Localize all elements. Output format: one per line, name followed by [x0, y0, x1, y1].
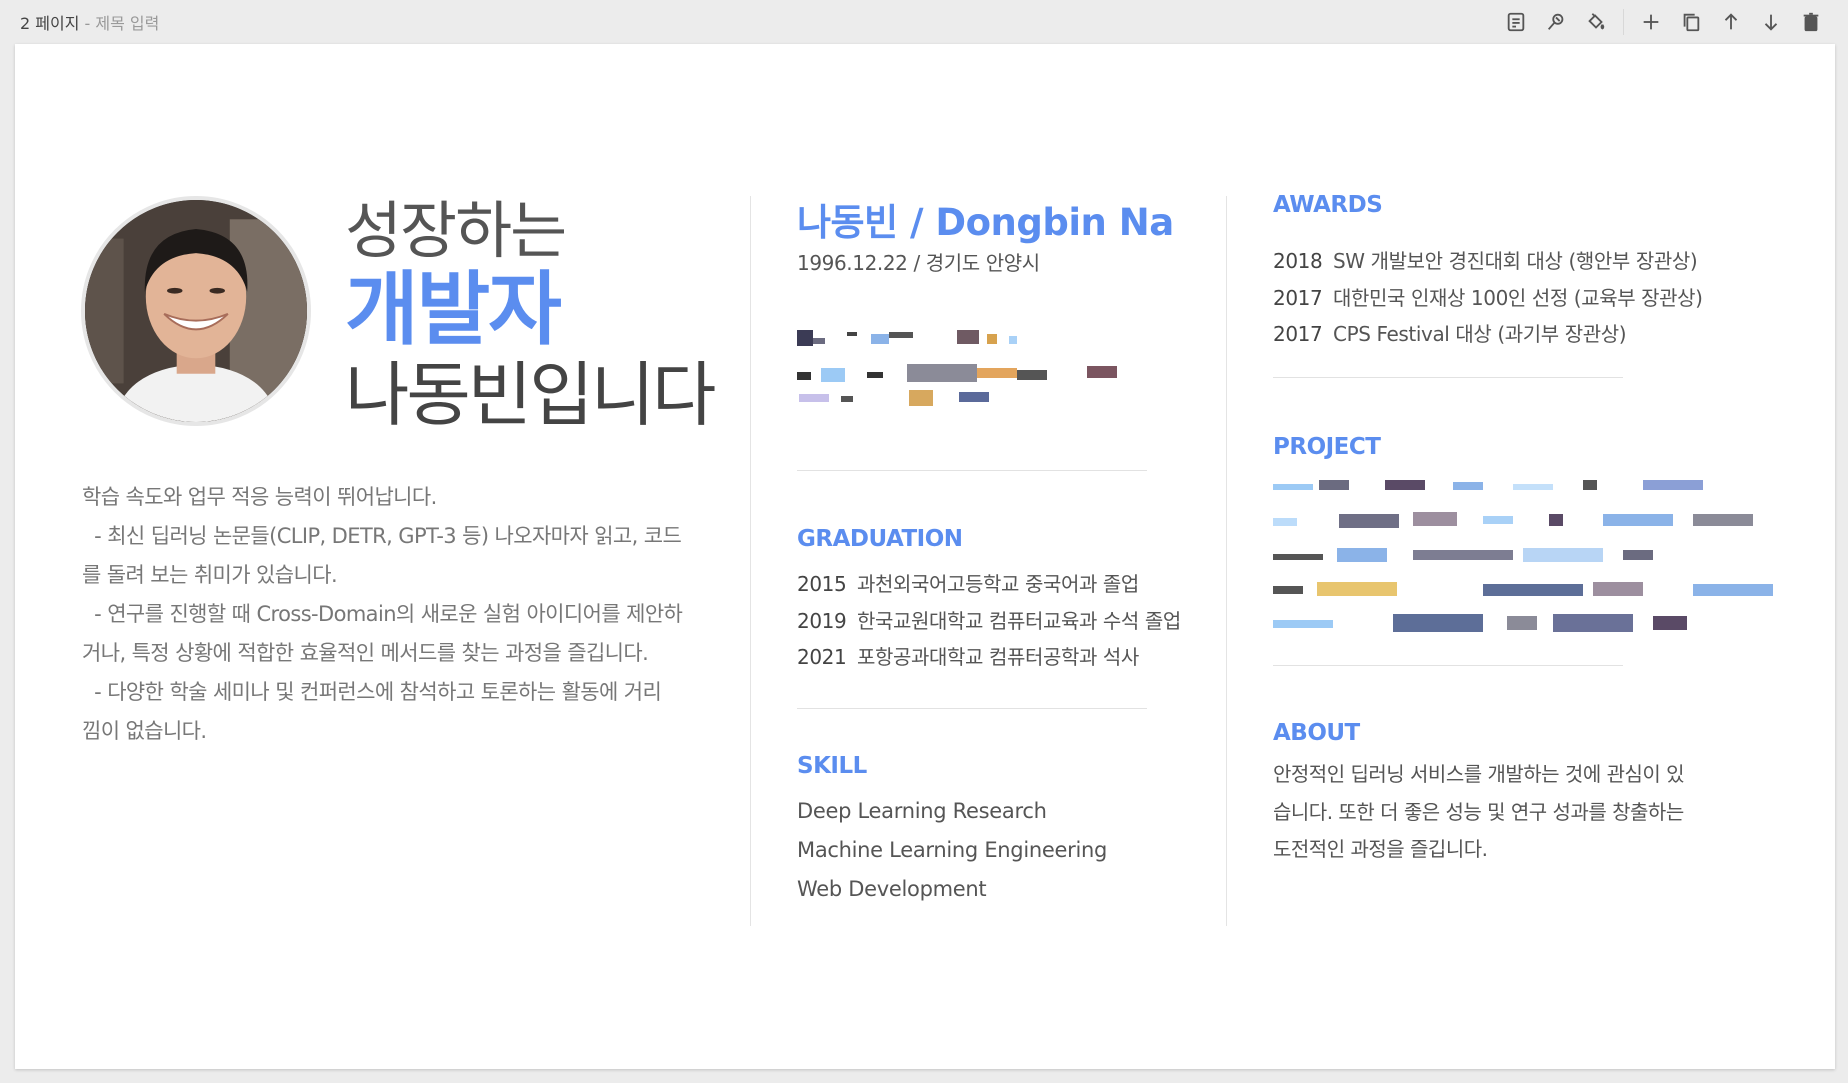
list-item-text: CPS Festival 대상 (과기부 장관상)	[1333, 322, 1627, 346]
list-item-year: 2018	[1273, 249, 1323, 273]
redacted-project	[1273, 480, 1783, 650]
list-item-text: 대한민국 인재상 100인 선정 (교육부 장관상)	[1333, 285, 1703, 310]
profile-birth: 1996.12.22 / 경기도 안양시	[797, 251, 1040, 275]
about-title: ABOUT	[1273, 720, 1360, 746]
duplicate-icon[interactable]	[1678, 9, 1704, 35]
page-title-separator: -	[79, 14, 96, 33]
paint-bucket-icon[interactable]	[1583, 9, 1609, 35]
move-up-icon[interactable]	[1718, 9, 1744, 35]
about-text: 안정적인 딥러닝 서비스를 개발하는 것에 관심이 있 습니다. 또한 더 좋은…	[1273, 756, 1743, 869]
intro-line: - 최신 딥러닝 논문들(CLIP, DETR, GPT-3 등) 나오자마자 …	[82, 524, 682, 548]
about-line: 습니다. 또한 더 좋은 성능 및 연구 성과를 창출하는	[1273, 799, 1684, 824]
list-item-text: SW 개발보안 경진대회 대상 (행안부 장관상)	[1333, 249, 1698, 273]
editor-topbar: 2 페이지 - 제목 입력	[0, 0, 1848, 44]
intro-line: 낌이 없습니다.	[82, 719, 207, 743]
section-divider	[1273, 665, 1623, 666]
list-item-text: 포항공과대학교 컴퓨터공학과 석사	[857, 645, 1139, 669]
skill-list: Deep Learning Research Machine Learning …	[797, 792, 1107, 909]
about-line: 안정적인 딥러닝 서비스를 개발하는 것에 관심이 있	[1273, 762, 1685, 786]
graduation-list: 2015 과천외국어고등학교 중국어과 졸업 2019 한국교원대학교 컴퓨터교육과…	[797, 566, 1181, 676]
list-item: 2021 포항공과대학교 컴퓨터공학과 석사	[797, 639, 1181, 676]
headline-line-3: 나동빈입니다	[345, 354, 716, 437]
intro-line: - 연구를 진행할 때 Cross-Domain의 새로운 실험 아이디어를 제…	[82, 602, 683, 626]
awards-title: AWARDS	[1273, 192, 1383, 218]
intro-line: 거나, 특정 상황에 적합한 효율적인 메서드를 찾는 과정을 즐깁니다.	[82, 641, 649, 665]
awards-list: 2018 SW 개발보안 경진대회 대상 (행안부 장관상) 2017 대한민국 인…	[1273, 243, 1703, 353]
list-item: Deep Learning Research	[797, 799, 1047, 823]
section-divider	[797, 708, 1147, 709]
about-line: 도전적인 과정을 즐깁니다.	[1273, 837, 1488, 861]
profile-photo	[81, 196, 311, 426]
intro-line: 를 돌려 보는 취미가 있습니다.	[82, 563, 338, 587]
list-item: 2018 SW 개발보안 경진대회 대상 (행안부 장관상)	[1273, 243, 1703, 280]
list-item: 2015 과천외국어고등학교 중국어과 졸업	[797, 566, 1181, 603]
list-item: Machine Learning Engineering	[797, 838, 1108, 862]
list-item-text: 한국교원대학교 컴퓨터교육과 수석 졸업	[857, 608, 1181, 633]
delete-icon[interactable]	[1798, 9, 1824, 35]
list-item: 2017 대한민국 인재상 100인 선정 (교육부 장관상)	[1273, 280, 1703, 317]
graduation-title: GRADUATION	[797, 526, 963, 552]
list-item: Web Development	[797, 877, 987, 901]
column-divider	[1226, 196, 1227, 926]
intro-text: 학습 속도와 업무 적응 능력이 뛰어납니다. - 최신 딥러닝 논문들(CLI…	[82, 478, 722, 751]
intro-line: - 다양한 학술 세미나 및 컨퍼런스에 참석하고 토론하는 활동에 거리	[82, 680, 662, 704]
project-title: PROJECT	[1273, 434, 1381, 460]
magic-icon[interactable]	[1543, 9, 1569, 35]
section-divider	[1273, 377, 1623, 378]
list-item-text: 과천외국어고등학교 중국어과 졸업	[857, 572, 1139, 596]
resume-slide[interactable]: 성장하는 개발자 나동빈입니다 학습 속도와 업무 적응 능력이 뛰어납니다. …	[15, 44, 1835, 1069]
intro-line: 학습 속도와 업무 적응 능력이 뛰어납니다.	[82, 485, 437, 509]
list-item-year: 2017	[1273, 322, 1323, 346]
toolbar-divider	[1623, 9, 1624, 35]
list-item-year: 2017	[1273, 285, 1323, 310]
move-down-icon[interactable]	[1758, 9, 1784, 35]
list-item-year: 2021	[797, 645, 847, 669]
note-icon[interactable]	[1503, 9, 1529, 35]
add-icon[interactable]	[1638, 9, 1664, 35]
page-label[interactable]: 2 페이지 - 제목 입력	[20, 10, 159, 34]
skill-title: SKILL	[797, 753, 867, 779]
list-item: 2017 CPS Festival 대상 (과기부 장관상)	[1273, 316, 1703, 353]
redacted-contact	[797, 330, 1157, 410]
list-item: 2019 한국교원대학교 컴퓨터교육과 수석 졸업	[797, 603, 1181, 640]
headline: 성장하는 개발자 나동빈입니다	[345, 194, 716, 440]
headline-line-1: 성장하는	[345, 194, 567, 267]
section-divider	[797, 470, 1147, 471]
page-title-input[interactable]: 제목 입력	[95, 14, 160, 33]
headline-line-2: 개발자	[345, 263, 562, 357]
list-item-year: 2015	[797, 572, 847, 596]
page-toolbar	[1503, 9, 1824, 35]
list-item-year: 2019	[797, 608, 847, 633]
page-number: 2 페이지	[20, 14, 80, 33]
column-divider	[750, 196, 751, 926]
profile-name: 나동빈 / Dongbin Na	[797, 201, 1174, 244]
